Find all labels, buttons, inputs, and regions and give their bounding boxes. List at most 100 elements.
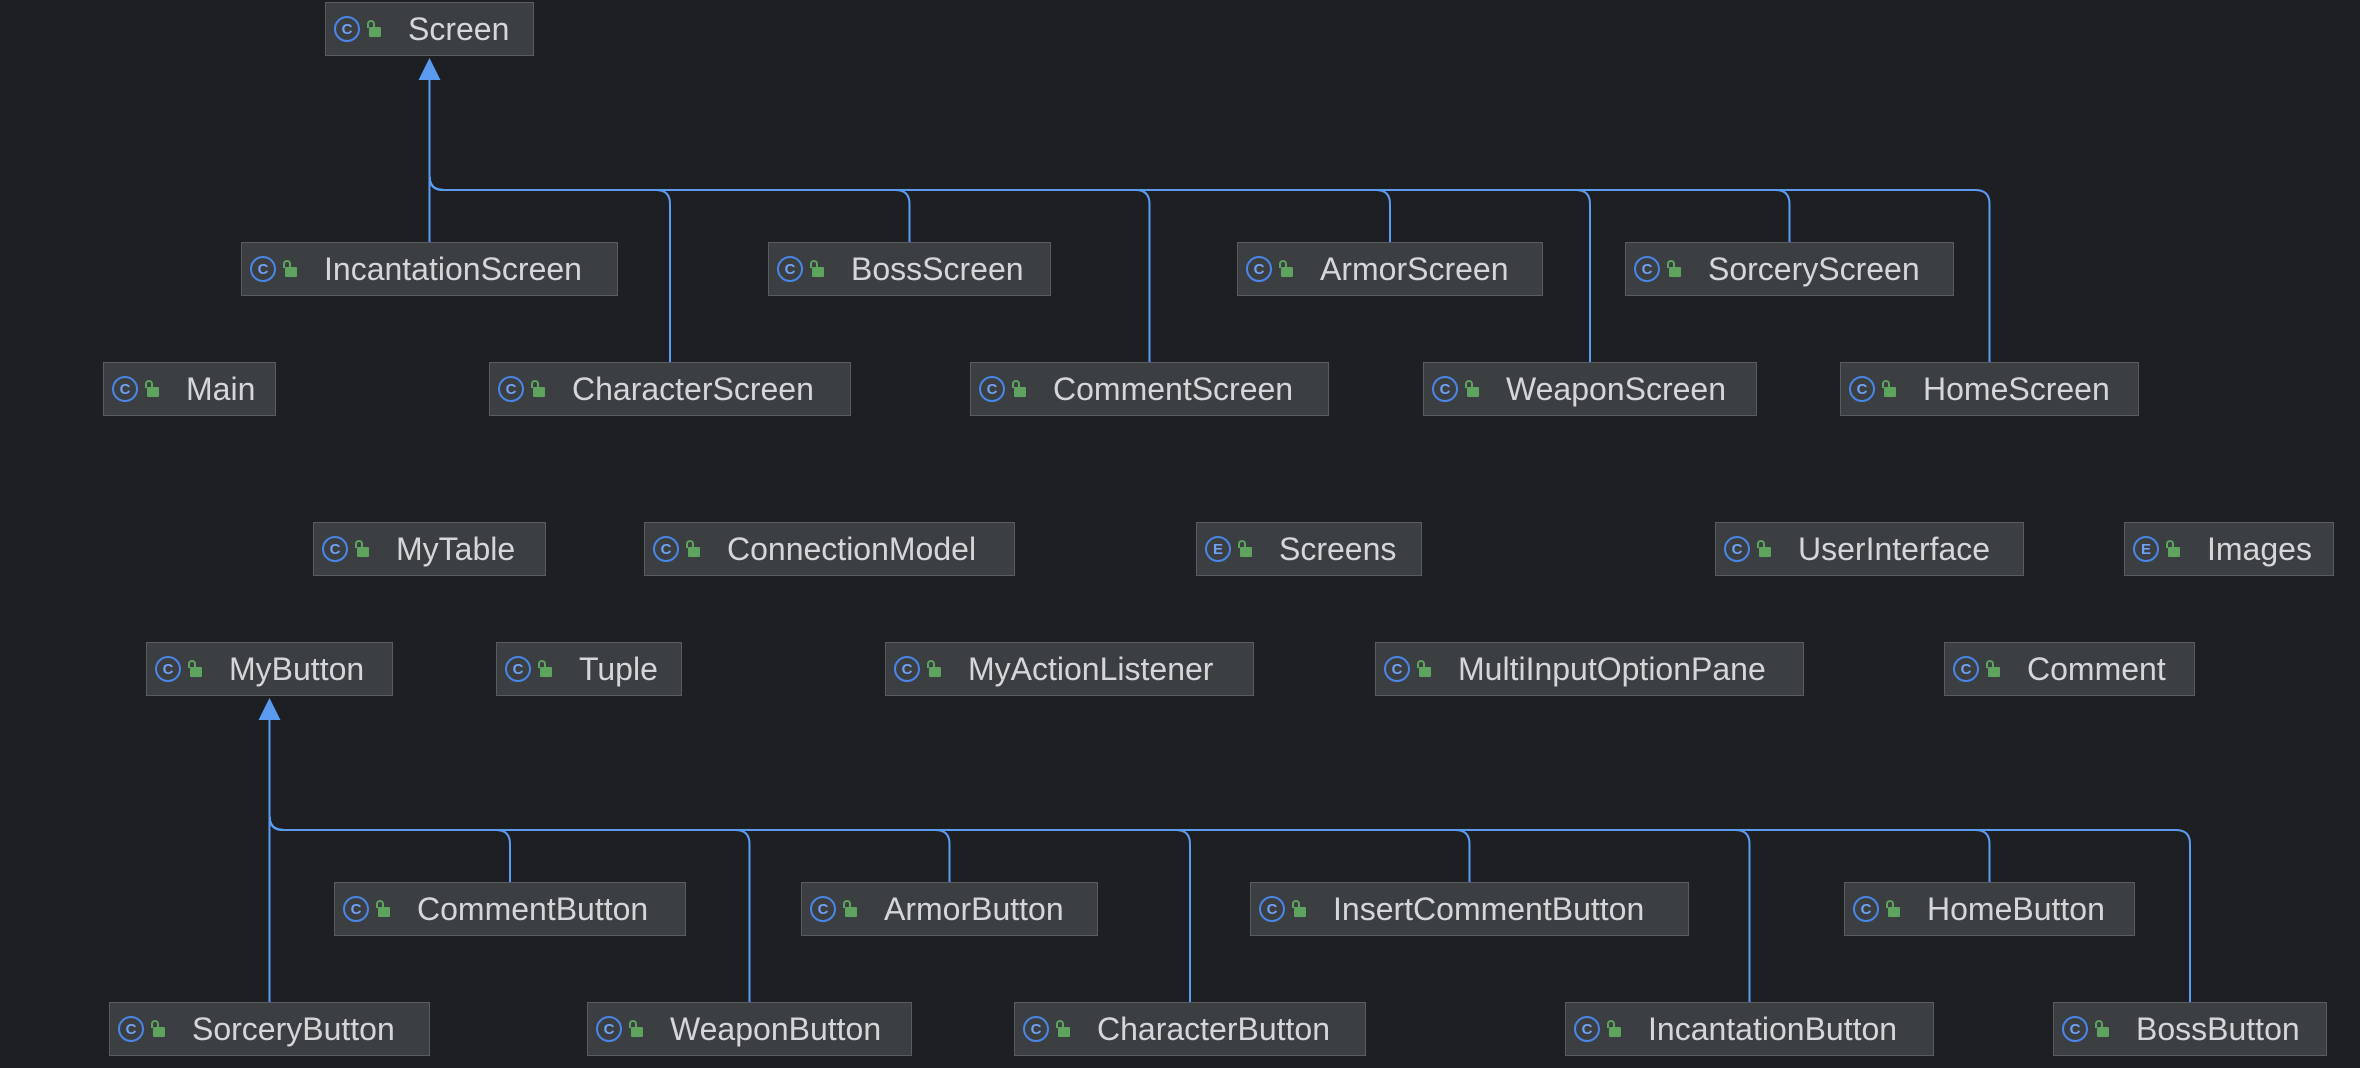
public-lock-icon: [1237, 540, 1253, 558]
class-name-label: Screens: [1279, 530, 1397, 567]
inheritance-edge-comment-button: [268, 720, 511, 882]
inheritance-edge-character-button: [268, 720, 1191, 1002]
class-node-sorcery-button[interactable]: C SorceryButton: [109, 1002, 430, 1056]
class-icon: C: [596, 1016, 622, 1042]
class-icon: C: [653, 536, 679, 562]
class-icon: C: [112, 376, 138, 402]
public-lock-icon: [187, 660, 203, 678]
class-icon: C: [155, 656, 181, 682]
class-name-label: ArmorScreen: [1320, 250, 1509, 287]
class-icon: C: [505, 656, 531, 682]
inheritance-edge-armor-button: [268, 720, 951, 882]
class-icon: C: [1849, 376, 1875, 402]
class-node-sorcery-screen[interactable]: C SorceryScreen: [1625, 242, 1954, 296]
class-name-label: MyButton: [229, 650, 365, 687]
class-icon: C: [1634, 256, 1660, 282]
class-icon: C: [334, 16, 360, 42]
class-node-incantation-screen[interactable]: C IncantationScreen: [241, 242, 618, 296]
public-lock-icon: [1885, 900, 1901, 918]
class-name-label: Tuple: [579, 650, 658, 687]
class-name-label: ArmorButton: [884, 890, 1064, 927]
inheritance-edge-weapon-button: [268, 720, 751, 1002]
class-name-label: SorceryScreen: [1708, 250, 1920, 287]
class-name-label: SorceryButton: [192, 1010, 395, 1047]
public-lock-icon: [1985, 660, 2001, 678]
public-lock-icon: [628, 1020, 644, 1038]
public-lock-icon: [150, 1020, 166, 1038]
inheritance-edge-armor-screen: [428, 80, 1391, 242]
class-name-label: UserInterface: [1798, 530, 1991, 567]
inheritance-arrowhead-my-button: [258, 698, 281, 720]
public-lock-icon: [366, 20, 382, 38]
public-lock-icon: [537, 660, 553, 678]
class-icon: C: [1953, 656, 1979, 682]
class-node-tuple[interactable]: C Tuple: [496, 642, 682, 696]
class-name-label: Images: [2207, 530, 2312, 567]
class-icon: C: [1853, 896, 1879, 922]
class-name-label: InsertCommentButton: [1333, 890, 1645, 927]
class-node-character-button[interactable]: C CharacterButton: [1014, 1002, 1366, 1056]
class-name-label: WeaponButton: [670, 1010, 882, 1047]
public-lock-icon: [282, 260, 298, 278]
public-lock-icon: [1055, 1020, 1071, 1038]
class-name-label: IncantationScreen: [324, 250, 582, 287]
inheritance-edge-boss-screen: [428, 80, 911, 242]
class-node-my-table[interactable]: C MyTable: [313, 522, 546, 576]
inheritance-edge-incantation-button: [268, 720, 1751, 1002]
inheritance-edge-weapon-screen: [428, 80, 1591, 362]
class-icon: C: [810, 896, 836, 922]
public-lock-icon: [1666, 260, 1682, 278]
class-icon: C: [894, 656, 920, 682]
inheritance-edge-comment-screen: [428, 80, 1151, 362]
inheritance-edge-home-button: [268, 720, 1991, 882]
class-name-label: Screen: [408, 10, 510, 47]
public-lock-icon: [1881, 380, 1897, 398]
class-icon: C: [250, 256, 276, 282]
class-icon: C: [118, 1016, 144, 1042]
class-node-screen[interactable]: C Screen: [325, 2, 534, 56]
class-node-my-action-listener[interactable]: C MyActionListener: [885, 642, 1254, 696]
public-lock-icon: [1278, 260, 1294, 278]
class-node-my-button[interactable]: C MyButton: [146, 642, 393, 696]
public-lock-icon: [530, 380, 546, 398]
class-name-label: Main: [186, 370, 256, 407]
inheritance-edge-character-screen: [428, 80, 671, 362]
public-lock-icon: [1011, 380, 1027, 398]
public-lock-icon: [1606, 1020, 1622, 1038]
class-name-label: IncantationButton: [1648, 1010, 1898, 1047]
class-icon: C: [322, 536, 348, 562]
class-name-label: MyActionListener: [968, 650, 1214, 687]
class-name-label: MyTable: [396, 530, 516, 567]
class-node-main[interactable]: C Main: [103, 362, 276, 416]
public-lock-icon: [842, 900, 858, 918]
class-icon: C: [1432, 376, 1458, 402]
class-node-armor-button[interactable]: C ArmorButton: [801, 882, 1098, 936]
public-lock-icon: [1464, 380, 1480, 398]
inheritance-edge-sorcery-screen: [428, 80, 1791, 242]
class-icon: C: [1023, 1016, 1049, 1042]
class-node-weapon-button[interactable]: C WeaponButton: [587, 1002, 912, 1056]
public-lock-icon: [926, 660, 942, 678]
class-icon: C: [1574, 1016, 1600, 1042]
inheritance-edge-boss-button: [268, 720, 2191, 1002]
public-lock-icon: [2165, 540, 2181, 558]
class-node-incantation-button[interactable]: C IncantationButton: [1565, 1002, 1934, 1056]
class-name-label: CharacterButton: [1097, 1010, 1331, 1047]
public-lock-icon: [809, 260, 825, 278]
